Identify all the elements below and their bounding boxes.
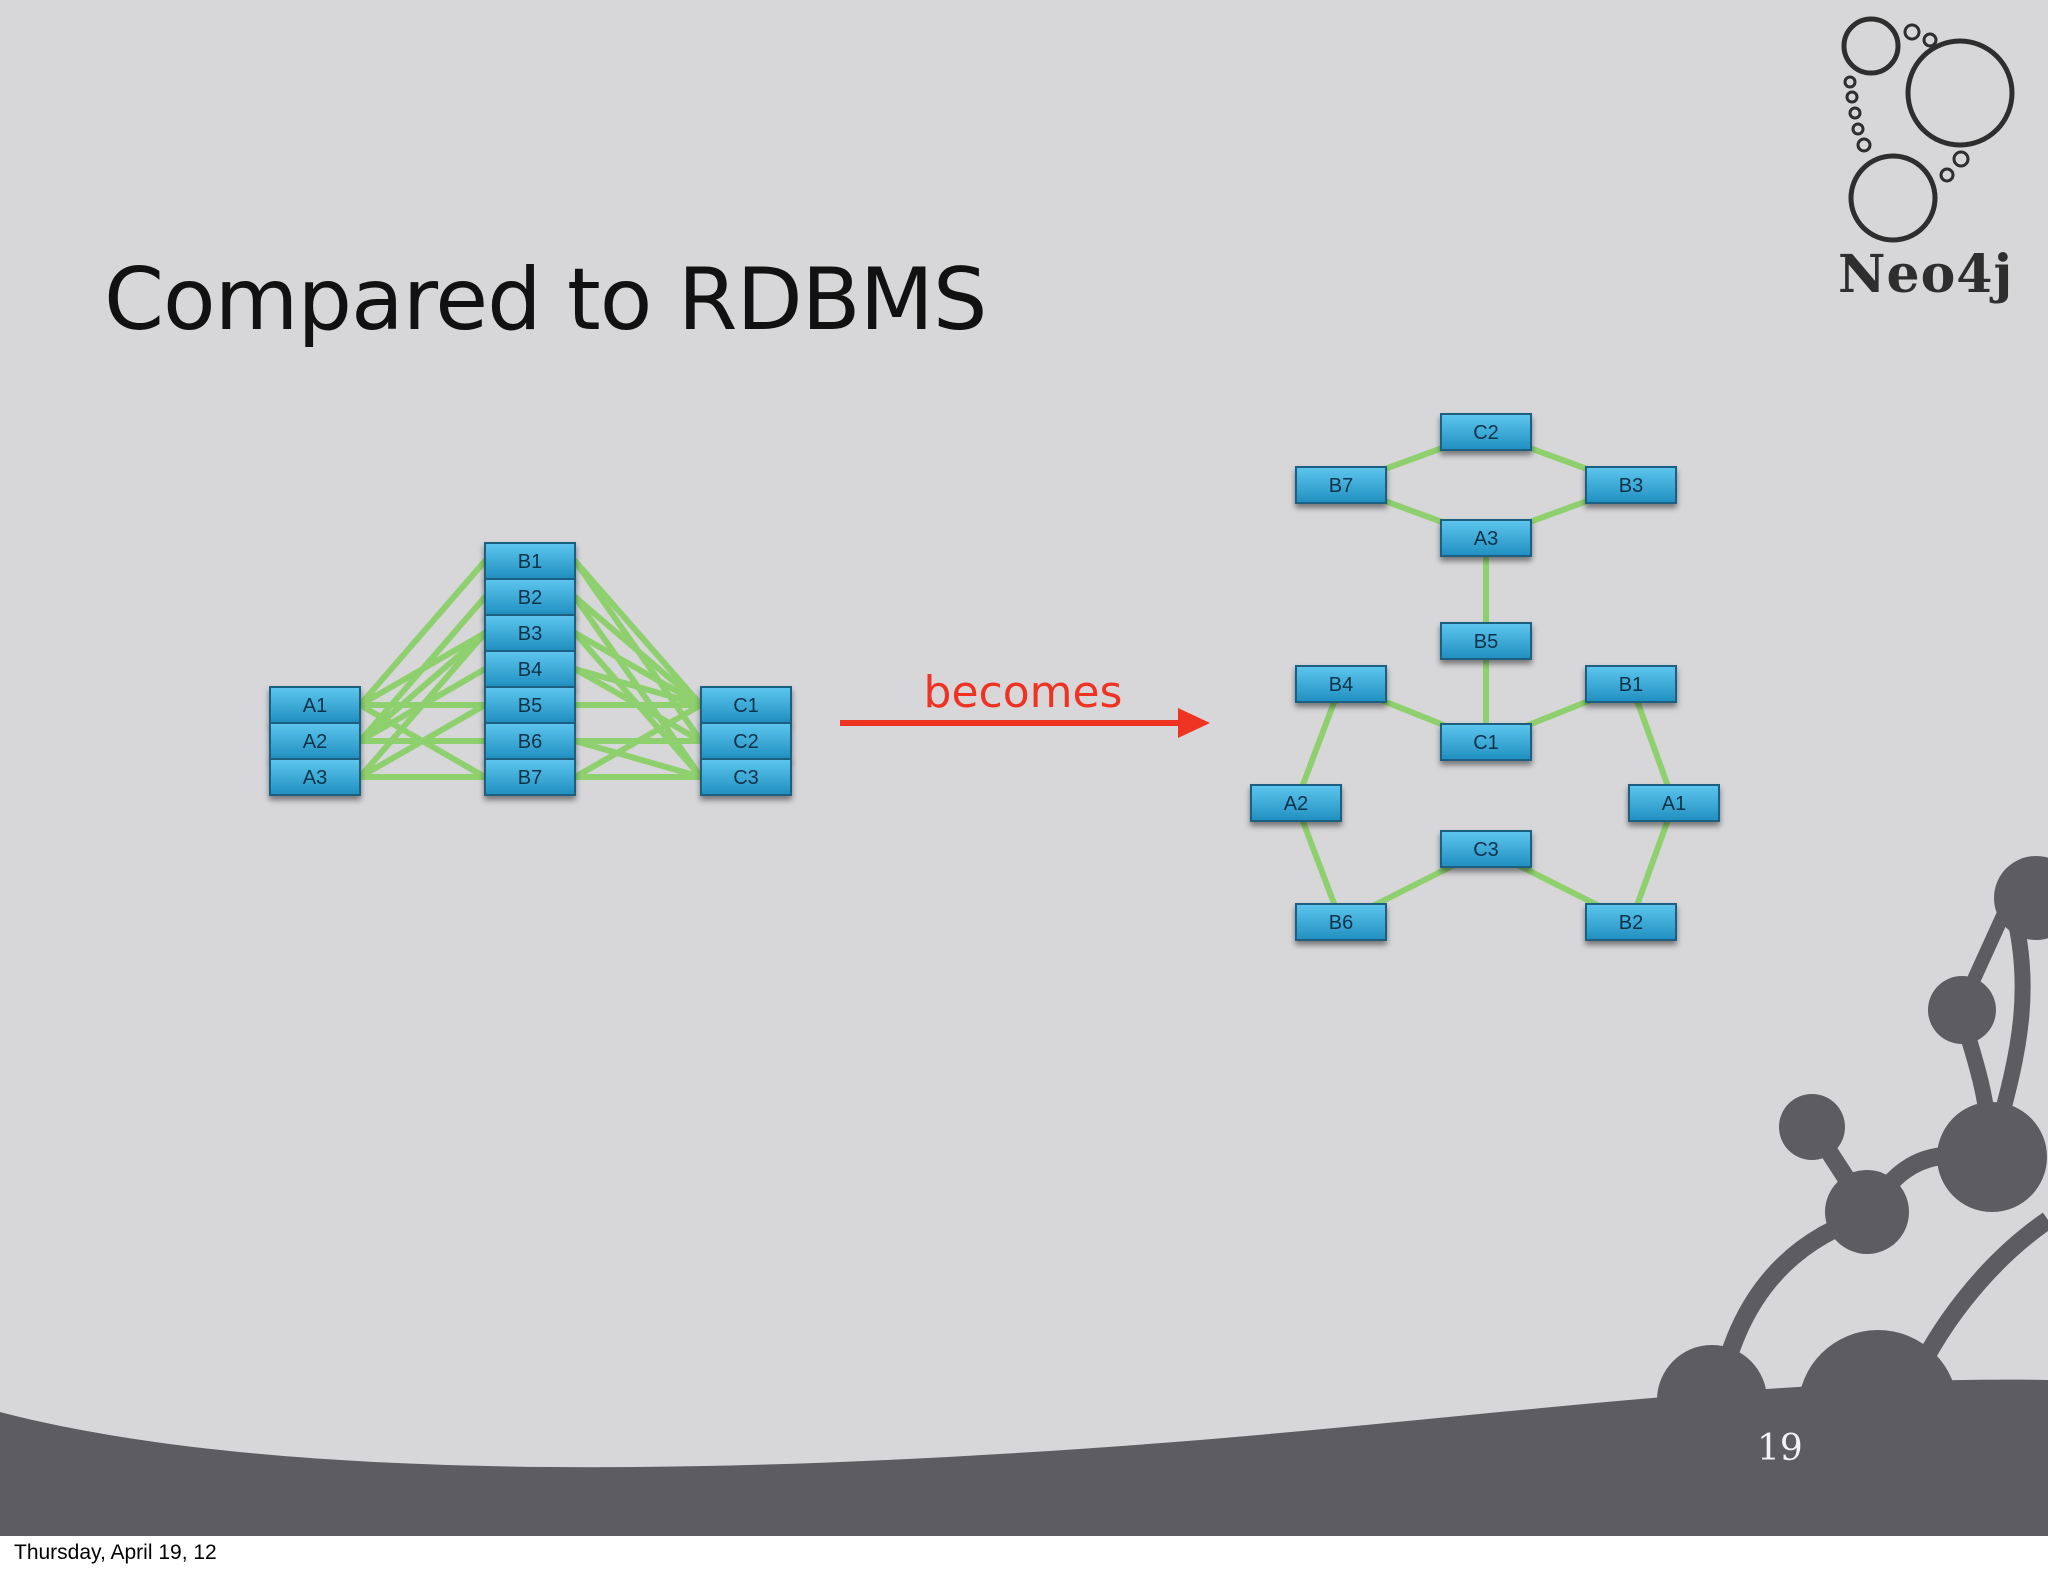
graph-edge [1628, 681, 1677, 806]
node-label: A2 [1284, 793, 1308, 815]
table-link [572, 738, 704, 780]
table-row-c1: C1 [700, 686, 792, 724]
node-label: B3 [1619, 475, 1643, 497]
node-label: B5 [1474, 631, 1498, 653]
table-row-b2: B2 [484, 578, 576, 616]
table-link [357, 702, 488, 780]
graph-node-b7: B7 [1295, 466, 1387, 504]
node-label: A1 [1662, 793, 1686, 815]
table-link [572, 666, 704, 708]
graph-node-b6: B6 [1295, 903, 1387, 941]
node-label: B7 [518, 767, 542, 789]
table-row-b1: B1 [484, 542, 576, 580]
table-row-c2: C2 [700, 722, 792, 760]
node-label: C3 [1473, 839, 1499, 861]
table-row-b5: B5 [484, 686, 576, 724]
table-row-a1: A1 [269, 686, 361, 724]
node-label: B3 [518, 623, 542, 645]
graph-node-b3: B3 [1585, 466, 1677, 504]
page-number: 19 [1757, 1428, 1803, 1469]
node-label: A2 [303, 731, 327, 753]
table-row-a3: A3 [269, 758, 361, 796]
table-link [357, 630, 488, 744]
node-label: C2 [733, 731, 759, 753]
graph-node-b2: B2 [1585, 903, 1677, 941]
node-label: C3 [733, 767, 759, 789]
table-link-lines [357, 558, 704, 780]
node-label: B5 [518, 695, 542, 717]
graph-edge [1293, 800, 1344, 925]
table-row-c3: C3 [700, 758, 792, 796]
graph-node-c1: C1 [1440, 723, 1532, 761]
node-label: B6 [1329, 912, 1353, 934]
node-label: A3 [1474, 528, 1498, 550]
node-label: B2 [518, 587, 542, 609]
neo4j-logo-text: Neo4j [1838, 244, 2014, 305]
molecule-decoration [1657, 856, 2048, 1490]
becomes-arrow: becomes [840, 667, 1210, 738]
node-label: B1 [518, 551, 542, 573]
node-label: C1 [733, 695, 759, 717]
becomes-label: becomes [924, 667, 1123, 718]
node-label: B1 [1619, 674, 1643, 696]
graph-edge [1628, 800, 1677, 925]
graph-node-c3: C3 [1440, 830, 1532, 868]
table-link [357, 630, 488, 780]
graph-node-b4: B4 [1295, 665, 1387, 703]
node-label: B6 [518, 731, 542, 753]
graph-node-a1: A1 [1628, 784, 1720, 822]
table-link [572, 594, 704, 708]
table-link [572, 630, 704, 708]
table-link [357, 558, 488, 708]
table-row-a2: A2 [269, 722, 361, 760]
table-row-b7: B7 [484, 758, 576, 796]
graph-node-b5: B5 [1440, 622, 1532, 660]
slide-title: Compared to RDBMS [104, 250, 987, 350]
node-label: B4 [518, 659, 542, 681]
footer-date: Thursday, April 19, 12 [14, 1541, 217, 1564]
node-label: B7 [1329, 475, 1353, 497]
node-label: C2 [1473, 422, 1499, 444]
graph-node-a3: A3 [1440, 519, 1532, 557]
graph-node-a2: A2 [1250, 784, 1342, 822]
node-label: A3 [303, 767, 327, 789]
node-label: B4 [1329, 674, 1353, 696]
table-row-b6: B6 [484, 722, 576, 760]
background-decoration [0, 16, 2048, 1536]
bottom-wave [0, 1379, 2048, 1536]
graph-node-b1: B1 [1585, 665, 1677, 703]
table-link [572, 702, 704, 780]
table-row-b3: B3 [484, 614, 576, 652]
node-label: C1 [1473, 732, 1499, 754]
table-row-b4: B4 [484, 650, 576, 688]
node-label: B2 [1619, 912, 1643, 934]
table-link [357, 594, 488, 744]
graph-node-c2: C2 [1440, 413, 1532, 451]
graph-edge [1293, 681, 1344, 806]
table-link [572, 558, 704, 708]
node-label: A1 [303, 695, 327, 717]
neo4j-logo-mark [1841, 16, 2015, 243]
